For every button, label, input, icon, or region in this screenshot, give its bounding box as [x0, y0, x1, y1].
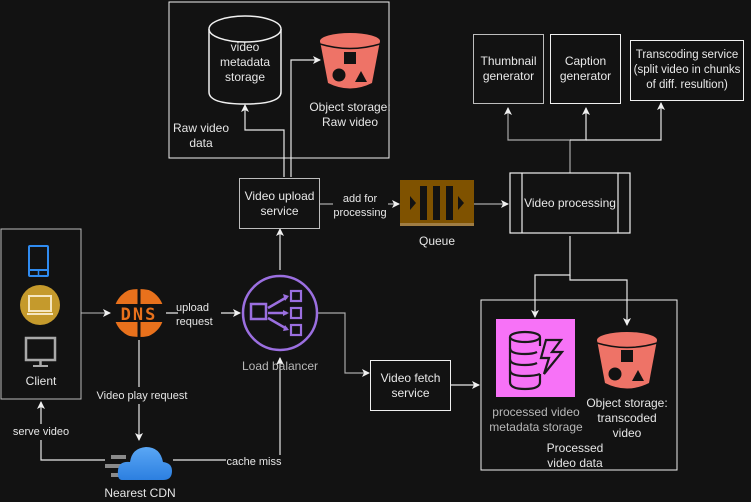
mobile-icon	[28, 245, 49, 277]
edge-processing-transcoding	[586, 102, 665, 141]
queue-label: Queue	[418, 234, 456, 248]
video-play-request-label: Video play request	[92, 389, 192, 403]
edge-upload-raw-object	[290, 56, 321, 177]
edge-processing-processed-metadata	[531, 236, 571, 318]
transcoding-service-label: Transcoding service(split video in chunk…	[633, 49, 741, 91]
edge-cdn-client	[41, 402, 105, 461]
raw-object-storage-bucket-icon	[319, 33, 381, 89]
processed-metadata-storage-icon	[496, 319, 575, 397]
video-upload-service[interactable]	[239, 178, 320, 229]
svg-text:DNS: DNS	[121, 305, 158, 325]
edge-lb-fetch-service	[318, 312, 370, 377]
transcoded-object-storage-bucket-icon	[596, 332, 658, 389]
cache-miss-label: cache miss	[226, 455, 282, 469]
video-processing-shape	[509, 172, 631, 234]
raw-object-storage-label[interactable]: Object storage:Raw video	[309, 100, 391, 129]
edges	[41, 56, 665, 461]
edge-processing-caption	[570, 107, 590, 141]
monitor-icon	[24, 336, 57, 367]
dns-icon: DNS	[113, 286, 165, 340]
load-balancer-label: Load balancer	[241, 359, 319, 373]
raw-video-data-group	[168, 1, 390, 159]
load-balancer-icon	[241, 274, 319, 352]
video-processing-label[interactable]: Video processing	[524, 195, 616, 210]
client-label: Client	[25, 374, 57, 388]
thumbnail-generator[interactable]	[473, 34, 544, 104]
caption-generator[interactable]	[550, 34, 621, 104]
serve-video-label: serve video	[10, 425, 72, 439]
edge-processing-transcoded-object	[569, 275, 631, 326]
edge-upload-metadata	[241, 104, 285, 177]
queue-icon	[400, 180, 474, 226]
nearest-cdn-label: Nearest CDN	[104, 486, 176, 500]
cdn-cloud-icon	[105, 447, 172, 480]
edge-processing-thumbnail	[504, 107, 571, 173]
client-group	[0, 228, 82, 400]
processed-video-data-group	[480, 299, 678, 471]
transcoding-service[interactable]	[630, 40, 744, 101]
video-fetch-service[interactable]	[370, 360, 451, 411]
laptop-icon	[20, 285, 60, 325]
video-metadata-storage-cylinder	[208, 15, 282, 105]
